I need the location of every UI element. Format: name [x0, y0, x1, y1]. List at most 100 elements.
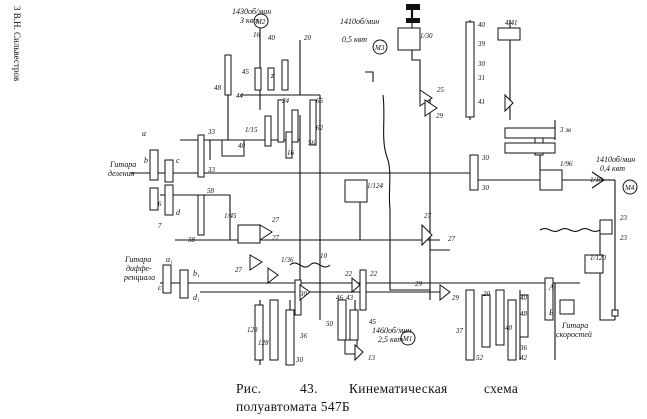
tooth-label: 30	[295, 356, 304, 364]
tooth-label: 36	[519, 344, 528, 352]
tooth-label: 48	[214, 84, 222, 92]
tooth-label: 27	[424, 212, 432, 220]
motor1-power: 3 квт	[239, 16, 259, 25]
tooth-label: 45	[242, 68, 250, 76]
motor-labels: 1430об/мин 3 квт М2 1410об/мин 0,5 квт М…	[232, 7, 635, 344]
tooth-label: 128	[258, 339, 269, 347]
gear-letter: d₁	[193, 293, 200, 302]
tooth-label: 40	[520, 294, 528, 302]
tooth-label: 40	[505, 324, 513, 332]
tooth-label: 62	[316, 124, 324, 132]
motor3-rpm: 1410об/мин	[596, 155, 635, 164]
tooth-label: 4/41	[505, 19, 517, 27]
guitar-diff-label-1: Гитара	[124, 255, 151, 264]
tooth-label: 13	[368, 354, 376, 362]
couplings	[365, 71, 615, 189]
gear-letter: c	[176, 156, 180, 165]
tooth-label: 1/10	[590, 176, 603, 184]
tooth-label: 45	[369, 318, 377, 326]
tooth-label: 25	[437, 86, 445, 94]
tooth-label: 20	[304, 34, 312, 42]
tooth-label: 30	[481, 184, 490, 192]
gear-letter: а	[142, 129, 146, 138]
motor3-id: М4	[624, 184, 635, 192]
tooth-label: 52	[476, 354, 484, 362]
tooth-label: 30	[299, 290, 308, 298]
tooth-label: 1/96	[560, 160, 573, 168]
motor4-power: 2,5 квт	[378, 335, 403, 344]
tooth-label: 128	[247, 326, 258, 334]
motor2-id: М3	[374, 44, 385, 52]
tooth-label: 33	[207, 166, 216, 174]
tooth-label: 44	[236, 92, 244, 100]
tooth-label: 65	[316, 97, 324, 105]
tooth-label: 22	[345, 270, 353, 278]
gear-letter: d	[176, 208, 181, 217]
caption-word-1: Кинематическая	[349, 381, 448, 396]
gear-letter: а₁	[166, 255, 173, 264]
motor2-rpm: 1410об/мин	[340, 17, 379, 26]
tooth-label: 1/15	[245, 126, 258, 134]
motor1-id: М2	[255, 18, 266, 26]
tooth-label: 7	[158, 222, 162, 230]
gear-letter: А	[548, 283, 554, 292]
tooth-label: 10	[320, 252, 328, 260]
tooth-label: 1/36	[281, 256, 294, 264]
tooth-label: 1/120	[590, 254, 606, 262]
motor4-id: М1	[402, 335, 412, 343]
tooth-label: 3 зв	[559, 126, 571, 134]
tooth-label: 6	[158, 200, 162, 208]
tooth-label: 27	[448, 235, 456, 243]
tooth-label: 27	[272, 216, 280, 224]
guitar-diff-label-3: ренциала	[123, 273, 155, 282]
gear-letter: b₁	[193, 269, 200, 278]
tooth-label: 58	[207, 187, 215, 195]
tooth-label: 31	[477, 74, 485, 82]
tooth-label: 40	[478, 21, 486, 29]
gears	[149, 4, 619, 366]
gear-letter: c₁	[158, 283, 165, 292]
tooth-label: 48	[520, 310, 528, 318]
tooth-label: 20	[483, 290, 491, 298]
tooth-label: 43	[346, 294, 354, 302]
tooth-label: 1/124	[367, 182, 383, 190]
tooth-label: 30	[477, 60, 486, 68]
motor3-power: 0,4 квт	[600, 164, 625, 173]
guitar-division-label-2: деления	[108, 169, 135, 178]
motor1-rpm: 1430об/мин	[232, 7, 271, 16]
tooth-label: 36	[299, 332, 308, 340]
guitar-speeds-label-2: скоростей	[556, 330, 592, 339]
side-note: З В.Н. Сильвестров	[12, 6, 22, 81]
gear-letter: Б	[548, 308, 554, 317]
caption-fig-number: 43.	[300, 381, 318, 396]
caption-line-2: полуавтомата 547Б	[236, 399, 350, 414]
guitar-diff-label-2: диффе-	[126, 264, 152, 273]
motor4-rpm: 1460об/мин	[372, 326, 411, 335]
tooth-label: 1/45	[224, 212, 237, 220]
tooth-label: 16	[287, 149, 295, 157]
tooth-label: 39	[477, 40, 486, 48]
tooth-label: 42	[520, 354, 528, 362]
tooth-label: 50	[326, 320, 334, 328]
motor2-power: 0,5 квт	[342, 35, 367, 44]
tooth-label: 56	[308, 139, 316, 147]
tooth-label: 16	[253, 31, 261, 39]
gear-letter: z	[270, 71, 275, 80]
tooth-label: 27	[235, 266, 243, 274]
caption-fig-label: Рис.	[236, 381, 261, 396]
motors	[253, 13, 638, 346]
figure-caption: Рис. 43. Кинематическая схема полуавтома…	[236, 381, 518, 414]
tooth-label: 33	[207, 128, 216, 136]
tooth-label: 27	[272, 234, 280, 242]
tooth-label: 29	[452, 294, 460, 302]
tooth-label: 23	[620, 234, 628, 242]
tooth-label: 29	[415, 280, 423, 288]
tooth-label: 30	[481, 154, 490, 162]
tooth-labels: 16 40 20 45 48 44 65 24 62 40 16 56 33 3…	[142, 19, 628, 364]
tooth-label: 40	[268, 34, 276, 42]
bevel-gears	[249, 89, 514, 362]
tooth-label: 24	[282, 97, 290, 105]
tooth-label: 38	[187, 236, 196, 244]
caption-word-2: схема	[484, 381, 518, 396]
